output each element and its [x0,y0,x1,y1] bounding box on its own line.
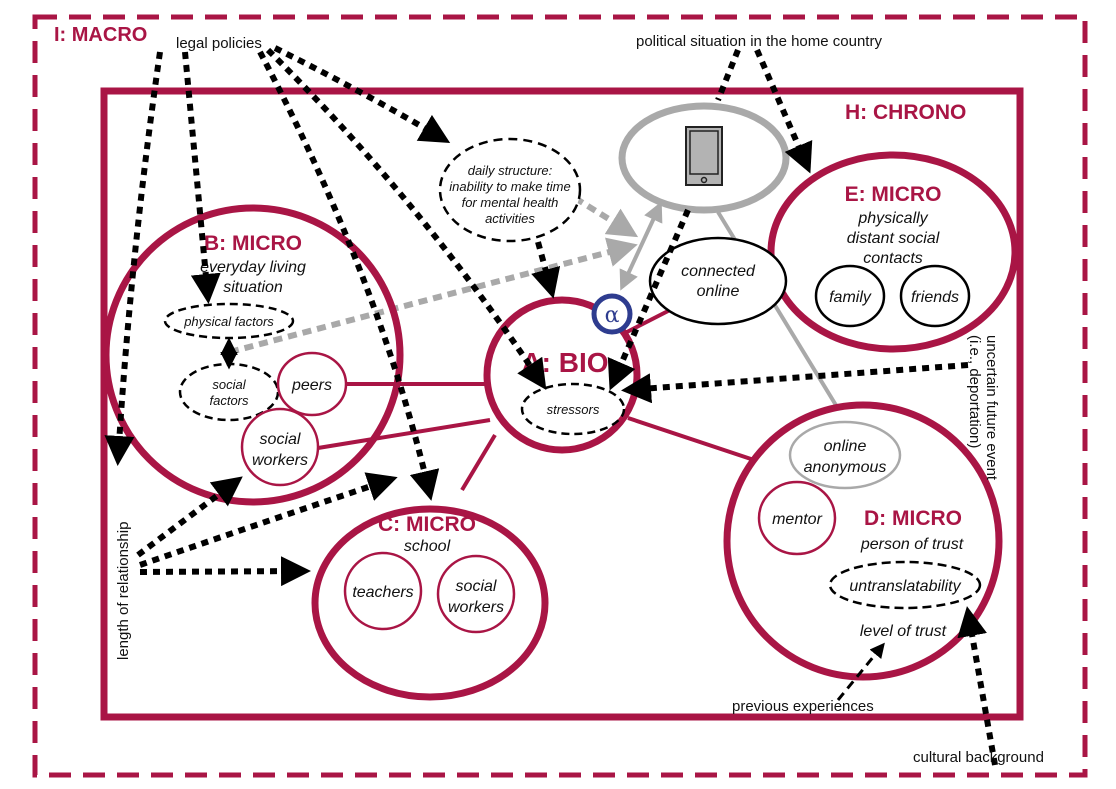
family-node [814,264,886,328]
online-anonymous-node [788,420,902,490]
daily-structure-label-2: inability to make time [449,179,570,194]
length-to-bio-socialworkers-arrow [139,472,398,568]
teachers-label: teachers [352,584,413,601]
social-factors-label-2: factors [209,393,249,408]
micro-b-subtitle-1: everyday living [200,259,306,276]
influence-arrows [104,45,998,766]
smartphone-icon [685,126,723,186]
micro-b-label: B: MICRO [204,232,302,255]
micro-b-circle [102,204,404,506]
b-social-workers-label-2: workers [252,452,308,469]
micro-e-subtitle-1: physically [857,210,928,227]
b-social-workers-label-1: social [260,431,301,448]
micro-b-system: B: MICRO everyday living situation physi… [102,204,404,506]
length-to-school-arrow [139,556,311,587]
bio-mentor-link [627,416,761,464]
bio-socialworkers-link [317,418,491,450]
c-social-workers-node [436,554,516,634]
legal-to-length-arrow [104,51,163,466]
micro-e-label: E: MICRO [845,183,942,206]
political-to-stressors-arrow [607,208,691,391]
daily-structure-ellipse [438,137,582,243]
teachers-node [343,551,423,631]
micro-c-subtitle: school [404,538,451,555]
factors-device-arrow [229,237,638,355]
cultural-to-untranslatability-arrow [957,606,998,766]
bio-school-link [460,433,497,492]
daily-structure-label-4: activities [485,211,535,226]
previous-to-trust-arrow [836,642,885,701]
legal-to-stressors-arrow [265,47,547,390]
micro-d-subtitle: person of trust [860,536,964,553]
macro-label: I: MACRO [54,24,147,46]
peers-label: peers [291,377,332,394]
legal-to-daily-arrow [273,45,451,144]
friends-node [899,264,971,328]
mentor-node [757,480,837,556]
untranslatability-ellipse [828,560,982,610]
daily-structure-label-1: daily structure: [468,163,553,178]
mentor-label: mentor [772,511,822,528]
online-anonymous-label-1: online [824,438,867,455]
connected-online-label-1: connected [681,263,756,280]
alpha-badge [591,293,633,335]
chrono-boundary [100,87,1024,721]
daily-device-arrow [573,195,639,238]
daily-structure-label-3: for mental health [462,195,559,210]
micro-e-system: E: MICRO physically distant social conta… [767,151,1019,353]
macro-boundary [32,14,1088,778]
political-to-e-arrow [754,48,813,174]
uncertain-future-label-1: uncertain future event [983,335,1000,481]
micro-e-ellipse [767,151,1019,353]
b-social-workers-node [240,407,320,487]
bio-connections [317,308,761,492]
legal-to-physical-arrow [182,51,221,304]
bio-connected-link [624,308,671,335]
uncertain-to-stressors-arrow [621,362,969,404]
uncertain-future-label-2: (i.e., deportation) [966,335,983,448]
political-to-device-line [715,48,741,102]
bio-system: A: BIO stressors α [483,293,641,454]
friends-label: friends [911,289,959,306]
micro-e-subtitle-2: distant social [847,230,940,247]
level-of-trust-label: level of trust [860,623,947,640]
device-bio-arrow [619,201,663,291]
online-anonymous-label-2: anonymous [804,459,887,476]
micro-d-system: online anonymous mentor D: MICRO person … [723,401,1003,681]
connected-online-node [648,236,788,326]
alpha-symbol: α [605,303,620,328]
stressors-label: stressors [547,402,600,417]
peers-node [276,351,348,417]
length-to-b-socialworkers-arrow [136,476,243,558]
micro-b-subtitle-2: situation [223,279,283,296]
c-social-workers-label-1: social [456,578,497,595]
political-situation-label: political situation in the home country [636,33,882,50]
chrono-label: H: CHRONO [845,101,966,124]
cultural-background-label: cultural background [913,749,1044,766]
micro-c-system: C: MICRO school teachers social workers [311,505,549,701]
daily-to-bio-arrow [531,241,561,299]
social-factors-label-1: social [212,377,246,392]
micro-d-circle [723,401,1003,681]
micro-e-subtitle-3: contacts [863,250,923,267]
stressors-ellipse [520,382,626,436]
legal-to-school-arrow [257,50,440,501]
connected-online-label-2: online [697,283,740,300]
online-device [618,102,790,214]
legal-policies-label: legal policies [176,35,262,52]
previous-experiences-label: previous experiences [732,698,874,715]
c-social-workers-label-2: workers [448,599,504,616]
physical-factors-label: physical factors [183,314,274,329]
micro-d-label: D: MICRO [864,507,962,530]
micro-c-label: C: MICRO [378,513,476,536]
length-of-relationship-label: length of relationship [115,522,132,660]
untranslatability-label: untranslatability [849,578,961,595]
family-label: family [829,289,872,306]
